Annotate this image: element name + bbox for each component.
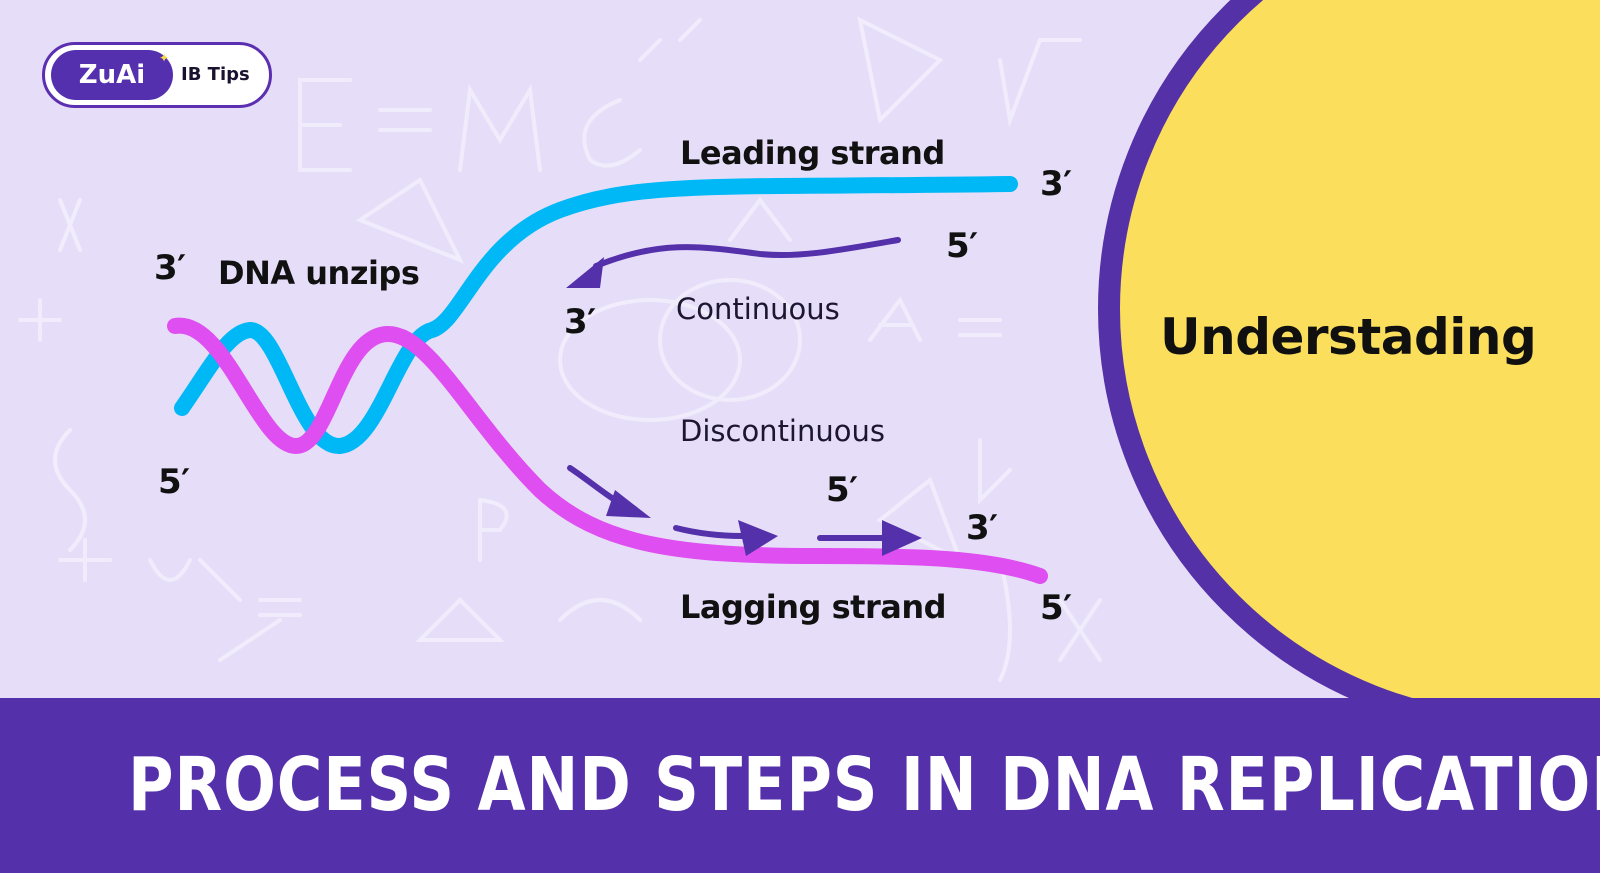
- leading-strand-label: Leading strand: [680, 134, 945, 172]
- lagging-new-3-prime-label: 3′: [966, 508, 998, 548]
- continuous-label: Continuous: [676, 292, 840, 326]
- okazaki-arrow-head-2: [738, 520, 778, 556]
- zuai-ib-tips-badge: ZuAi IB Tips: [42, 42, 272, 108]
- okazaki-arrow-head-1: [606, 490, 651, 518]
- ib-tips-label: IB Tips: [181, 64, 250, 85]
- page-title: PROCESS AND STEPS IN DNA REPLICATION: [128, 742, 1600, 828]
- leading-template-strand: [174, 176, 1018, 454]
- zuai-logo: ZuAi: [51, 50, 173, 100]
- left-bottom-5-prime-label: 5′: [158, 462, 190, 502]
- lagging-template-strand: [167, 317, 1048, 584]
- continuous-arrow-head: [566, 257, 604, 288]
- dna-replication-diagram: [167, 176, 1048, 584]
- left-top-3-prime-label: 3′: [154, 248, 186, 288]
- okazaki-fragment-1: [567, 465, 621, 505]
- discontinuous-label: Discontinuous: [680, 414, 885, 448]
- dna-unzips-label: DNA unzips: [218, 254, 420, 292]
- lagging-end-5-prime-label: 5′: [1040, 588, 1072, 628]
- okazaki-arrow-head-3: [882, 520, 922, 556]
- lagging-new-5-prime-label: 5′: [826, 470, 858, 510]
- leading-new-5-prime-label: 5′: [946, 226, 978, 266]
- math-doodle-background: [18, 16, 1102, 682]
- leading-end-3-prime-label: 3′: [1040, 164, 1072, 204]
- okazaki-fragment-2: [673, 525, 745, 539]
- title-banner: PROCESS AND STEPS IN DNA REPLICATION: [0, 698, 1600, 873]
- lagging-strand-label: Lagging strand: [680, 588, 947, 626]
- continuous-new-strand: [593, 237, 901, 269]
- leading-new-3-prime-label: 3′: [564, 302, 596, 342]
- understanding-label: Understading: [1160, 308, 1537, 366]
